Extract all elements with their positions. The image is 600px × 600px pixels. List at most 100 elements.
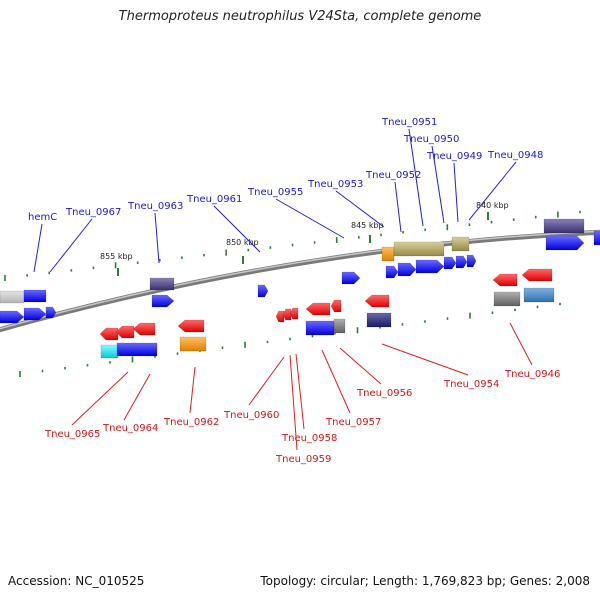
leader-line — [33, 223, 43, 273]
scale-tick — [86, 364, 89, 367]
scale-tick — [491, 311, 494, 314]
gene-label: Tneu_0967 — [65, 207, 121, 218]
gene-block — [177, 319, 205, 333]
scale-tick — [424, 320, 426, 323]
gene-block — [393, 241, 445, 257]
scale-tick — [579, 210, 581, 214]
scale-tick — [469, 312, 471, 319]
scale-tick — [291, 243, 294, 247]
gene-block — [179, 336, 207, 352]
gene-block — [333, 318, 346, 334]
scale-tick — [446, 317, 449, 320]
gene-block — [593, 230, 600, 246]
gene-block — [381, 246, 395, 262]
gene-label: Tneu_0952 — [365, 170, 421, 181]
gene-label: Tneu_0963 — [127, 201, 183, 212]
leader-line — [275, 198, 345, 239]
scale-tick — [358, 236, 360, 239]
gene-block — [257, 284, 269, 298]
kbp-marker-label: 850 kbp — [226, 238, 259, 247]
gene-block — [543, 218, 585, 234]
scale-tick — [311, 334, 314, 338]
scale-tick — [70, 269, 73, 272]
leader-line — [453, 162, 459, 223]
leader-line — [71, 371, 129, 426]
gene-label: Tneu_0958 — [281, 433, 337, 444]
gene-block — [523, 287, 555, 303]
leader-line — [295, 353, 305, 430]
scale-tick — [380, 233, 382, 237]
scale-tick — [26, 274, 28, 277]
scale-tick — [402, 231, 404, 234]
gene-label: Tneu_0948 — [487, 150, 543, 161]
gene-label: Tneu_0959 — [275, 454, 331, 465]
scale-tick — [334, 331, 336, 335]
gene-block — [545, 235, 585, 251]
scale-tick — [4, 275, 6, 281]
gene-block — [455, 255, 468, 269]
gene-label: Tneu_0956 — [356, 388, 412, 399]
gene-label: Tneu_0950 — [403, 134, 459, 145]
gene-block — [45, 306, 57, 319]
scale-tick — [114, 262, 117, 269]
scale-tick — [424, 228, 426, 232]
gene-label: Tneu_0946 — [504, 369, 560, 380]
gene-block — [289, 307, 299, 320]
gene-label: Tneu_0962 — [163, 417, 219, 428]
scale-tick — [244, 341, 246, 348]
gene-block — [493, 291, 521, 307]
scale-tick — [512, 218, 515, 221]
scale-tick — [559, 302, 561, 306]
gene-block — [132, 322, 156, 336]
gene-block — [282, 308, 292, 321]
gene-label: Tneu_0965 — [44, 429, 100, 440]
leader-line — [431, 145, 445, 224]
scale-tick — [64, 366, 66, 370]
scale-tick — [356, 327, 359, 334]
gene-block — [0, 310, 25, 324]
gene-label: Tneu_0957 — [325, 417, 381, 428]
gene-block — [330, 299, 342, 313]
scale-tick — [534, 215, 537, 219]
kbp-marker-label: 855 kbp — [100, 252, 133, 261]
scale-tick — [48, 271, 51, 275]
page-title: Thermoproteus neutrophilus V24Sta, compl… — [118, 9, 482, 24]
gene-label: Tneu_0949 — [426, 151, 482, 162]
leader-line — [248, 356, 285, 406]
gene-block — [115, 325, 135, 339]
leader-line — [289, 354, 298, 451]
scale-tick — [514, 308, 516, 312]
gene-label: Tneu_0964 — [102, 423, 158, 434]
gene-label: Tneu_0951 — [381, 117, 437, 128]
scale-tick — [536, 305, 539, 309]
kbp-marker-label: 840 kbp — [476, 201, 509, 210]
gene-block — [466, 254, 477, 268]
leader-line — [408, 128, 424, 227]
scale-tick — [379, 326, 381, 329]
gene-block — [149, 277, 175, 291]
scale-tick — [335, 236, 338, 243]
gene-block — [100, 344, 119, 359]
gene-label: Tneu_0954 — [443, 379, 499, 390]
scale-tick — [313, 241, 316, 244]
scale-tick — [203, 253, 205, 257]
accession-text: Accession: NC_010525 — [8, 574, 145, 588]
leader-line — [509, 322, 533, 366]
gene-block — [305, 320, 335, 336]
gene-block — [443, 256, 457, 270]
scale-tick — [154, 355, 156, 358]
leader-line — [381, 343, 469, 376]
leader-line — [321, 349, 351, 414]
gene-block — [116, 342, 158, 357]
gene-block — [151, 294, 175, 308]
leader-line — [123, 373, 151, 421]
gene-block — [385, 265, 399, 279]
leader-line — [49, 218, 93, 273]
scale-tick — [247, 248, 250, 252]
leader-line — [335, 190, 385, 228]
scale-tick — [266, 340, 269, 344]
gene-label: Tneu_0961 — [186, 194, 242, 205]
scale-tick — [136, 261, 139, 265]
